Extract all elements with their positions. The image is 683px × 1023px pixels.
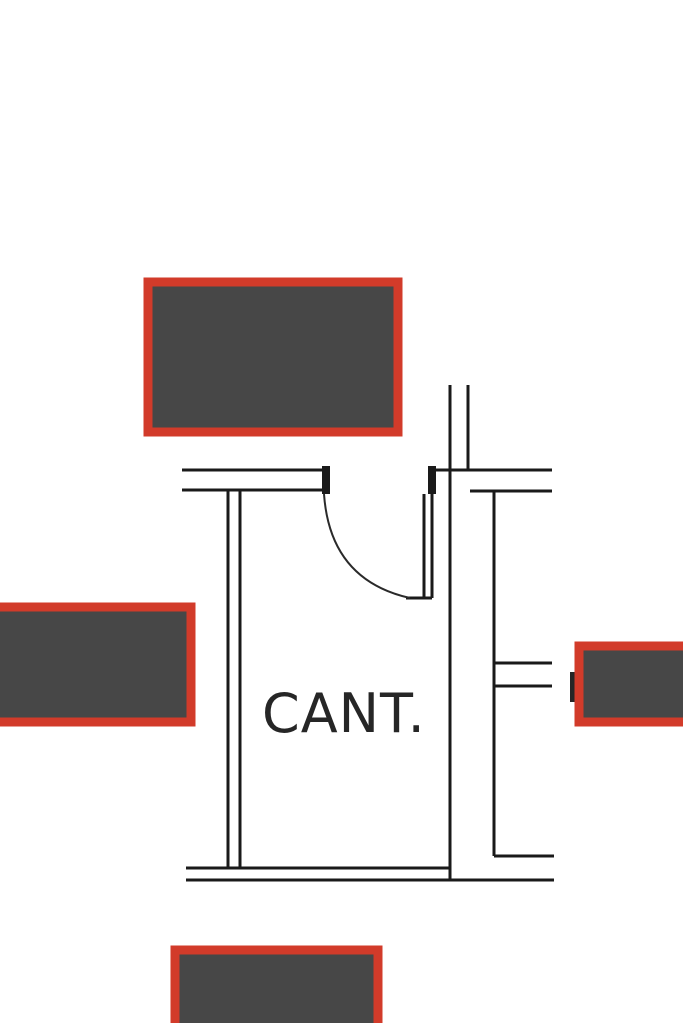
door-jamb-right bbox=[428, 466, 436, 494]
room-label: CANT. bbox=[262, 682, 426, 745]
door-swing-arc bbox=[323, 493, 411, 599]
door bbox=[322, 466, 436, 600]
bottom-wall bbox=[186, 854, 554, 882]
right-room-wall bbox=[492, 491, 552, 856]
left-wall bbox=[226, 490, 242, 868]
door-jamb-left bbox=[322, 466, 330, 494]
redaction-box-left bbox=[0, 602, 196, 727]
redaction-box-bottom bbox=[170, 945, 383, 1023]
partial-text-fragment bbox=[570, 672, 578, 702]
partition-wall bbox=[448, 385, 470, 880]
redaction-box-right bbox=[574, 641, 683, 727]
top-wall-left bbox=[182, 468, 326, 492]
redaction-box-top bbox=[143, 277, 403, 437]
top-wall-right bbox=[430, 468, 552, 493]
